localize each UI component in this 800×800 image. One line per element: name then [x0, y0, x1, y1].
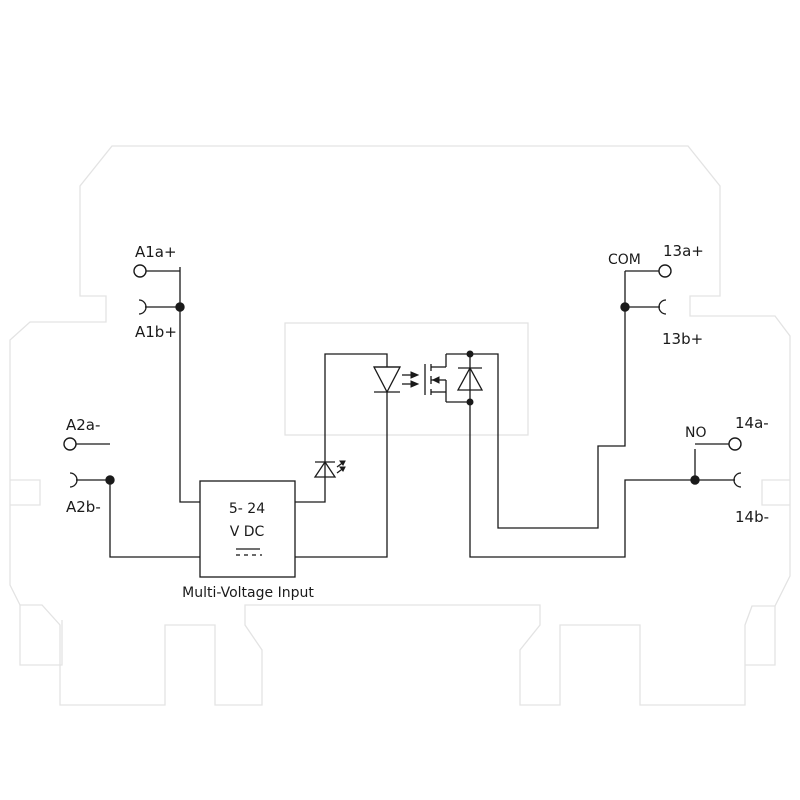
- terminal-symbols: [63, 264, 742, 488]
- terminal-14b-icon: [733, 472, 742, 488]
- wiring: [76, 267, 735, 558]
- terminal-label-13a: 13a+: [663, 242, 704, 260]
- junction-no: [690, 475, 700, 485]
- terminal-label-a1b: A1b+: [135, 323, 177, 341]
- terminal-a2b-icon: [69, 472, 78, 488]
- indicator-led-icon: [313, 460, 346, 478]
- terminal-a2a-icon: [63, 437, 77, 451]
- coupler-window: [284, 322, 529, 436]
- wire-a1: [179, 267, 200, 503]
- terminal-label-a1a: A1a+: [135, 243, 177, 261]
- terminal-label-14b: 14b-: [735, 508, 769, 526]
- junction-a1: [175, 302, 185, 312]
- contact-label-com: COM: [608, 252, 641, 268]
- input-voltage-type: V DC: [230, 524, 265, 540]
- junctions: [105, 302, 700, 485]
- input-caption: Multi-Voltage Input: [182, 585, 314, 601]
- junction-a2: [105, 475, 115, 485]
- input-voltage-range: 5- 24: [229, 501, 265, 517]
- terminal-label-a2a: A2a-: [66, 416, 100, 434]
- housing-outline: [9, 145, 791, 706]
- input-converter-box: [199, 480, 296, 578]
- optocoupler-led-icon: [372, 366, 420, 394]
- wire-no: [446, 353, 735, 558]
- terminal-a1b-icon: [138, 299, 147, 315]
- terminal-13a-icon: [658, 264, 672, 278]
- input-block: 5- 24 V DC: [199, 480, 296, 578]
- wire-a2: [109, 480, 200, 558]
- wire-led-top: [295, 353, 388, 503]
- dc-symbol-icon: [236, 548, 262, 556]
- protection-diode-icon: [456, 366, 484, 391]
- terminal-label-13b: 13b+: [662, 330, 703, 348]
- wire-led-bottom: [295, 392, 388, 558]
- contact-label-no: NO: [685, 425, 707, 441]
- junction-com: [620, 302, 630, 312]
- wire-diode-branch: [470, 353, 499, 402]
- mosfet-icon: [424, 354, 447, 402]
- junction-mosfet-bottom: [466, 398, 474, 406]
- terminal-14a-icon: [728, 437, 742, 451]
- terminal-label-14a: 14a-: [735, 414, 769, 432]
- wire-com: [497, 271, 626, 529]
- terminal-13b-icon: [658, 299, 667, 315]
- terminal-label-a2b: A2b-: [66, 498, 101, 516]
- terminal-a1a-icon: [133, 264, 147, 278]
- junction-mosfet-top: [466, 350, 474, 358]
